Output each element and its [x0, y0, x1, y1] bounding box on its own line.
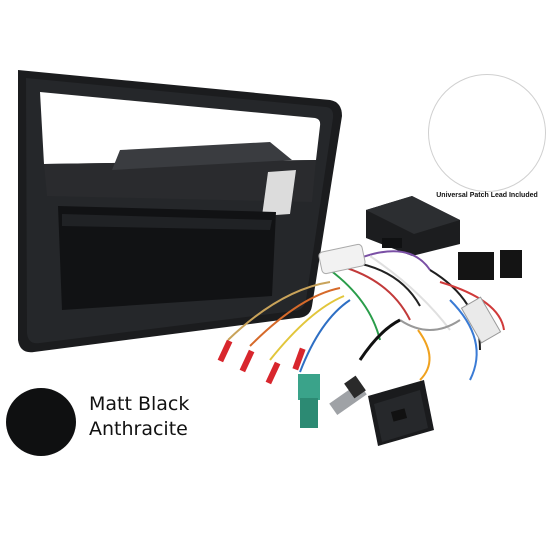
iso-connector [458, 252, 494, 280]
fascia-panel [18, 70, 342, 353]
patch-lead-inset: Universal Patch Lead Included [424, 74, 550, 204]
fakra-connector [298, 374, 320, 400]
finish-swatch: Matt Black Anthracite [6, 388, 226, 458]
finish-label: Matt Black Anthracite [89, 392, 189, 442]
color-swatch [6, 388, 76, 456]
iso-connector-2 [500, 250, 522, 278]
inset-circle [428, 74, 546, 192]
filter-module [318, 243, 366, 275]
fakra-connector-body [300, 398, 318, 428]
control-box [366, 196, 460, 256]
finish-name: Matt Black [89, 393, 190, 415]
inline-fuse [460, 296, 502, 344]
antenna-adaptor [329, 375, 367, 416]
wiring-harness [227, 250, 505, 381]
terminal-pins [217, 339, 306, 385]
inset-caption: Universal Patch Lead Included [436, 192, 538, 199]
finish-type: Anthracite [89, 418, 188, 440]
quadlock-connector [368, 380, 434, 446]
